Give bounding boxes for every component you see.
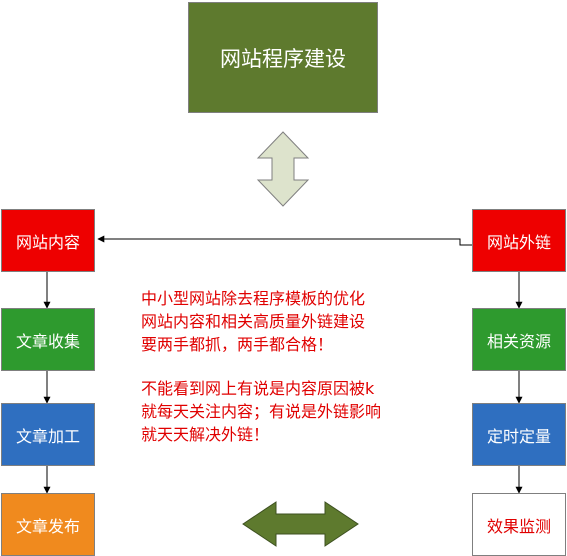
note-paragraph-2: 不能看到网上有说是内容原因被k 就每天关注内容；有说是外链影响 就天天解决外链！ — [141, 377, 381, 446]
article-processing-label: 文章加工 — [15, 426, 80, 446]
vertical-double-arrow — [256, 131, 310, 207]
effect-monitoring-box: 效果监测 — [472, 493, 566, 556]
note-line: 中小型网站除去程序模板的优化 — [141, 289, 366, 308]
note-line: 就每天关注内容；有说是外链影响 — [141, 402, 382, 421]
scheduled-quantity-label: 定时定量 — [486, 426, 551, 446]
note-paragraph-1: 中小型网站除去程序模板的优化 网站内容和相关高质量外链建设 要两手都抓，两手都合… — [141, 287, 365, 356]
article-processing-box: 文章加工 — [1, 403, 95, 466]
related-resources-box: 相关资源 — [472, 308, 566, 371]
website-content-box: 网站内容 — [1, 209, 95, 272]
note-line: 不能看到网上有说是内容原因被k — [141, 379, 375, 398]
external-links-label: 网站外链 — [486, 232, 551, 252]
article-publishing-box: 文章发布 — [1, 493, 95, 556]
note-line: 就天天解决外链！ — [141, 425, 270, 444]
scheduled-quantity-box: 定时定量 — [472, 403, 566, 466]
article-collection-box: 文章收集 — [1, 308, 95, 371]
connector-external-to-content — [97, 235, 472, 246]
related-resources-label: 相关资源 — [486, 331, 551, 351]
website-program-building-box: 网站程序建设 — [188, 2, 378, 113]
note-line: 要两手都抓，两手都合格！ — [141, 335, 334, 354]
note-line: 网站内容和相关高质量外链建设 — [141, 312, 366, 331]
website-content-label: 网站内容 — [15, 232, 80, 252]
article-publishing-label: 文章发布 — [15, 516, 80, 536]
website-program-building-label: 网站程序建设 — [220, 46, 346, 71]
horizontal-double-arrow — [242, 501, 359, 547]
article-collection-label: 文章收集 — [15, 331, 80, 351]
effect-monitoring-label: 效果监测 — [486, 516, 551, 536]
external-links-box: 网站外链 — [472, 209, 566, 272]
